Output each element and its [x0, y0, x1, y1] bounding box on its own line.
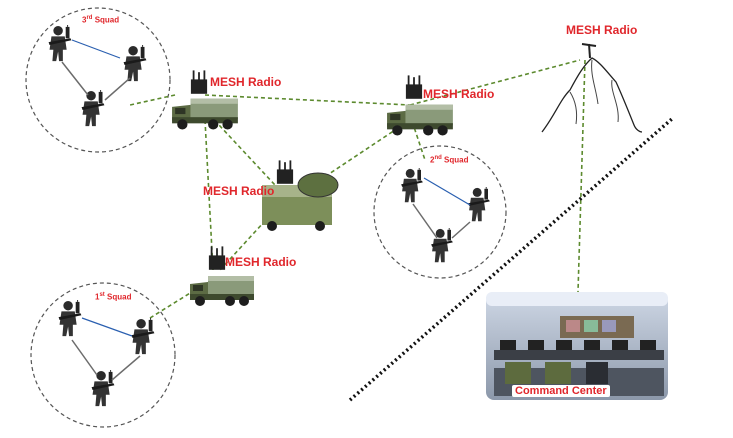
- squad-2-suffix: nd: [434, 155, 442, 161]
- mesh-radio-label-vehicle-1: MESH Radio: [210, 75, 282, 89]
- squad-2-group: [400, 168, 491, 263]
- squad-3-suffix: rd: [86, 15, 93, 21]
- vehicle-3-command: [262, 160, 339, 231]
- vehicle-2: [387, 75, 453, 136]
- boundary-line: [348, 116, 675, 402]
- squad-3-group: [48, 25, 147, 127]
- mountain-radio: [541, 43, 643, 133]
- squad-2-word: Squad: [444, 155, 469, 165]
- squad-1-ordinal: 1: [95, 292, 100, 302]
- squad-2-ordinal: 2: [430, 155, 435, 165]
- squad-3-label: 3rd Squad: [82, 15, 119, 25]
- squad-3-word: Squad: [94, 15, 120, 25]
- squad-3-ordinal: 3: [82, 15, 87, 25]
- command-center-room: [486, 292, 668, 400]
- squad-2-circle: [373, 145, 507, 279]
- squad-2-label: 2nd Squad: [430, 155, 468, 165]
- squad-1-group: [58, 300, 155, 407]
- mesh-radio-label-vehicle-3: MESH Radio: [203, 184, 275, 198]
- squad-1-label: 1st Squad: [95, 292, 131, 302]
- mesh-radio-label-mountain: MESH Radio: [566, 23, 638, 37]
- squad-1-circle: [30, 282, 176, 428]
- squad-1-suffix: st: [99, 292, 105, 298]
- command-center-label: Command Center: [512, 385, 610, 397]
- squad-1-word: Squad: [107, 292, 132, 302]
- squad-3-circle: [25, 7, 171, 153]
- mesh-radio-label-vehicle-2: MESH Radio: [423, 87, 495, 101]
- mesh-radio-label-vehicle-4: MESH Radio: [225, 255, 297, 269]
